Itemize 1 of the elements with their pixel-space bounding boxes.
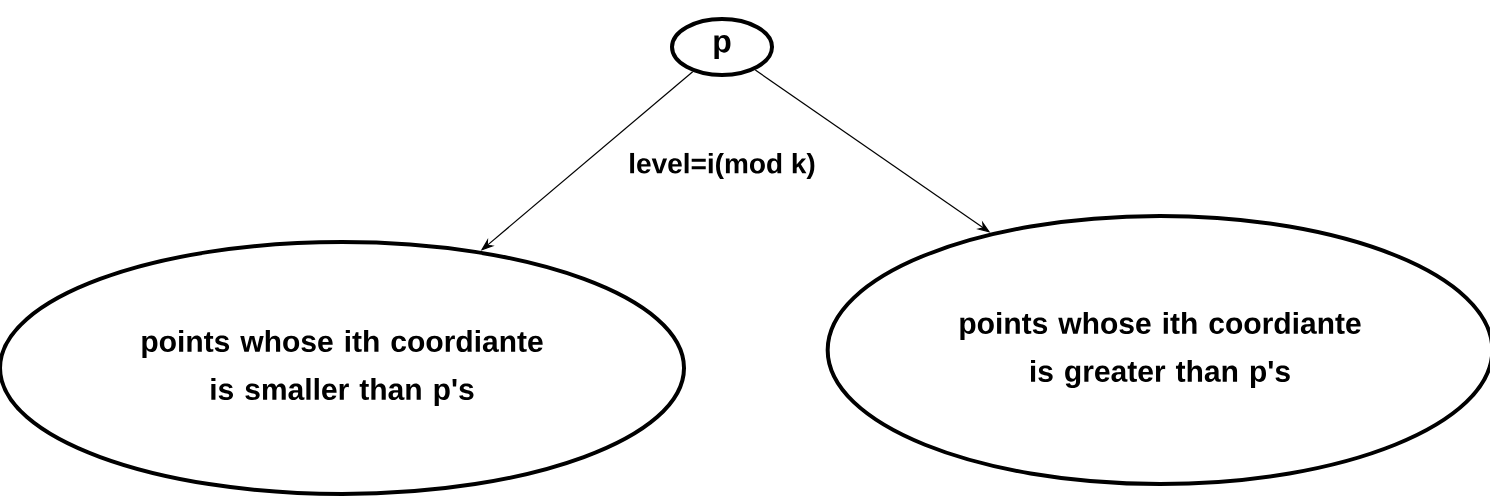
condition-label: level=i(mod k) xyxy=(630,152,815,180)
